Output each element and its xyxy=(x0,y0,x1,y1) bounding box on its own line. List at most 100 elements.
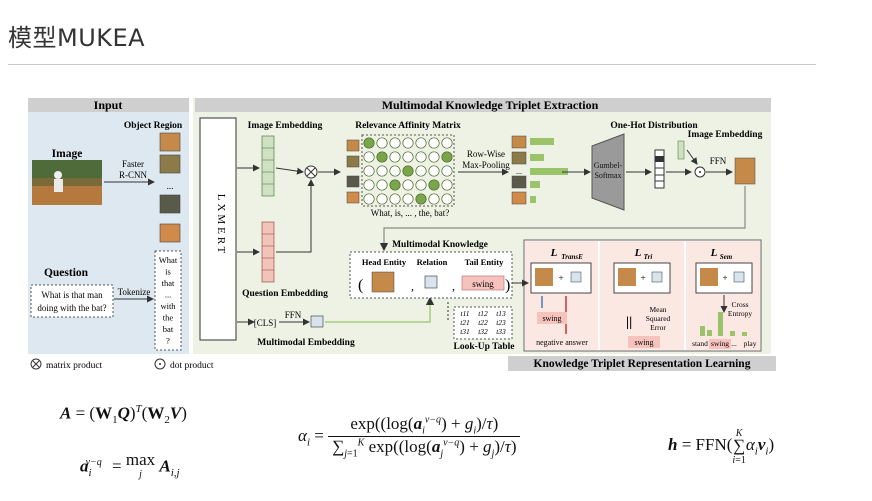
svg-text:Relevance Affinity Matrix: Relevance Affinity Matrix xyxy=(355,121,461,131)
matrix-cell xyxy=(415,165,427,177)
affinity-matrix-frame xyxy=(361,134,455,207)
matrix-cell xyxy=(441,137,453,149)
matrix-cell xyxy=(363,137,375,149)
svg-text:Mean: Mean xyxy=(649,305,666,314)
equation-ffn: h = FFN(K∑i=1αivi) xyxy=(668,428,775,466)
svg-text:,: , xyxy=(452,279,455,293)
lookup-cell: t21 xyxy=(460,318,470,327)
matrix-cell xyxy=(415,137,427,149)
svg-text:Image Embedding: Image Embedding xyxy=(248,121,323,131)
svg-text:Relation: Relation xyxy=(417,257,448,267)
matrix-cell xyxy=(363,193,375,205)
svg-text:L: L xyxy=(634,247,642,259)
svg-text:What, is, ... , the, bat?: What, is, ... , the, bat? xyxy=(371,208,449,218)
svg-text:Image Embedding: Image Embedding xyxy=(688,130,763,140)
svg-text:Tail Entity: Tail Entity xyxy=(465,257,504,267)
answer-crop xyxy=(734,157,756,185)
matrix-cell xyxy=(415,193,427,205)
matrix-row-crops xyxy=(346,139,360,204)
svg-text:): ) xyxy=(505,277,510,294)
svg-text:doing with the bat?: doing with the bat? xyxy=(37,303,106,313)
svg-text:Question Embedding: Question Embedding xyxy=(242,289,328,299)
matrix-cell xyxy=(389,137,401,149)
svg-text:swing: swing xyxy=(542,314,561,323)
question-embedding-column xyxy=(261,221,275,283)
matrix-row-crop xyxy=(346,139,360,152)
question-box xyxy=(30,284,114,318)
matrix-cell xyxy=(389,179,401,191)
svg-text:+: + xyxy=(640,273,645,283)
matrix-cell xyxy=(428,151,440,163)
svg-text:...: ... xyxy=(516,167,522,176)
matrix-cell xyxy=(402,179,414,191)
multimodal-embedding-cube xyxy=(310,315,324,328)
matrix-row-crop xyxy=(346,191,360,204)
svg-text:Multimodal Knowledge: Multimodal Knowledge xyxy=(392,240,488,250)
pooled-crops: ... xyxy=(511,135,527,205)
svg-text:Max-Pooling: Max-Pooling xyxy=(462,160,510,170)
matrix-cell xyxy=(415,151,427,163)
svg-text:Head Entity: Head Entity xyxy=(362,257,407,267)
svg-text:Look-Up Table: Look-Up Table xyxy=(454,342,515,352)
lookup-cell: t12 xyxy=(478,309,488,318)
question-token: ... xyxy=(165,290,171,300)
matrix-cell xyxy=(441,179,453,191)
lxmert-block xyxy=(199,117,237,341)
matrix-cell xyxy=(402,151,414,163)
svg-text:swing: swing xyxy=(472,279,494,289)
svg-text:Tri: Tri xyxy=(644,253,653,261)
svg-text:matrix product: matrix product xyxy=(46,361,103,371)
sem-bars xyxy=(700,312,747,336)
svg-text:negative answer: negative answer xyxy=(536,338,588,347)
matrix-cell xyxy=(389,151,401,163)
svg-text:TransE: TransE xyxy=(561,253,583,261)
svg-text:,: , xyxy=(411,279,414,293)
svg-text:||: || xyxy=(626,315,632,330)
title-divider xyxy=(8,64,816,65)
equation-gumbel: αi = exp((log(aiv−q) + gi)/τ) ∑j=1K exp(… xyxy=(298,414,521,460)
svg-text:[CLS]: [CLS] xyxy=(254,318,277,328)
matrix-cell xyxy=(376,137,388,149)
pooled-bars xyxy=(530,138,568,203)
svg-text:Softmax: Softmax xyxy=(594,171,621,180)
lookup-cell: t33 xyxy=(496,327,506,336)
svg-text:Cross: Cross xyxy=(731,300,748,309)
matrix-cell xyxy=(441,193,453,205)
svg-text:+: + xyxy=(558,273,563,283)
svg-text:L: L xyxy=(550,247,558,259)
matrix-cell xyxy=(428,137,440,149)
lookup-cell: t11 xyxy=(460,309,469,318)
matrix-cell xyxy=(363,151,375,163)
matrix-cell xyxy=(441,151,453,163)
svg-text:Knowledge Triplet Representati: Knowledge Triplet Representation Learnin… xyxy=(534,358,751,370)
lookup-cell: t31 xyxy=(460,327,470,336)
svg-text:dot product: dot product xyxy=(170,361,214,371)
lookup-table xyxy=(453,306,513,340)
svg-text:Multimodal Embedding: Multimodal Embedding xyxy=(257,338,355,348)
gumbel-softmax xyxy=(591,133,625,211)
svg-text:Tokenize: Tokenize xyxy=(118,287,151,297)
question-label: Question xyxy=(44,267,89,279)
matrix-cell xyxy=(389,193,401,205)
svg-text:FFN: FFN xyxy=(710,156,727,166)
svg-text:Row-Wise: Row-Wise xyxy=(467,149,505,159)
matrix-cell xyxy=(376,165,388,177)
matrix-cell xyxy=(415,179,427,191)
matrix-cell xyxy=(402,165,414,177)
matrix-cell xyxy=(441,165,453,177)
lookup-cell: t13 xyxy=(496,309,506,318)
lookup-cell: t23 xyxy=(496,318,506,327)
matrix-cell xyxy=(428,179,440,191)
lookup-cell: t22 xyxy=(478,318,488,327)
lxmert-label: LXMERT xyxy=(215,194,227,257)
svg-text:(: ( xyxy=(358,277,363,294)
matrix-cell xyxy=(376,151,388,163)
svg-text:One-Hot Distribution: One-Hot Distribution xyxy=(610,121,698,131)
question-token: ? xyxy=(166,336,170,346)
matrix-cell xyxy=(428,193,440,205)
svg-text:Faster: Faster xyxy=(122,159,144,169)
matrix-cell xyxy=(363,179,375,191)
